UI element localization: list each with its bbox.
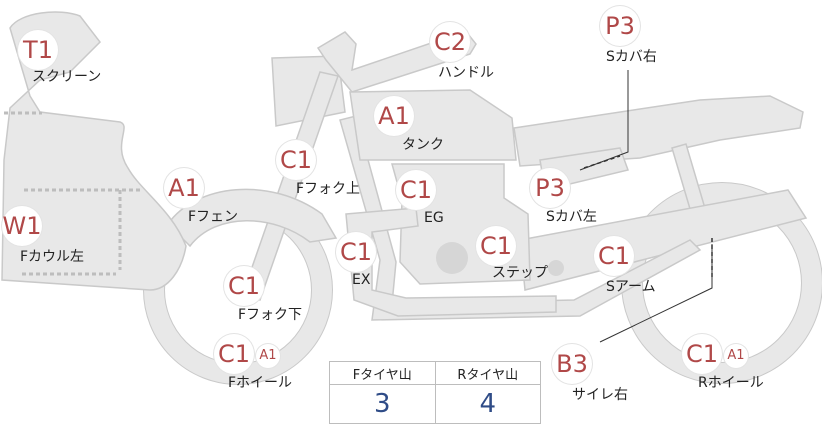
label-silencer-right: サイレ右: [572, 387, 628, 403]
grade-badge-tank: A1: [374, 96, 414, 136]
grade-badge-f-wheel: C1: [214, 334, 254, 374]
grade-badge-r-wheel: C1: [682, 334, 722, 374]
label-f-fork-lower: Fフォク下: [238, 307, 303, 323]
label-f-cowl-left: Fカウル左: [20, 249, 85, 265]
grade-badge-silencer-right: B3: [552, 344, 592, 384]
tire-tread-table: Fタイヤ山 Rタイヤ山 3 4: [329, 361, 541, 424]
grade-badge-s-cover-left: P3: [530, 168, 570, 208]
grade-badge-f-wheel-secondary: A1: [256, 344, 280, 368]
label-f-fender: Fフェン: [188, 209, 239, 225]
grade-badge-f-cowl-left: W1: [2, 206, 42, 246]
grade-badge-swing-arm: C1: [594, 236, 634, 276]
s-cover-right-leader-dash: [583, 155, 621, 169]
engine-cover-circle: [436, 242, 468, 274]
tire-tread-header-row: Fタイヤ山 Rタイヤ山: [329, 361, 541, 385]
label-swing-arm: Sアーム: [606, 279, 656, 295]
label-tank: タンク: [402, 137, 444, 153]
grade-badge-screen: T1: [18, 30, 58, 70]
grade-badge-engine: C1: [396, 170, 436, 210]
label-exhaust: EX: [352, 272, 371, 288]
grade-badge-s-cover-right: P3: [600, 6, 640, 46]
grade-badge-handle: C2: [430, 22, 470, 62]
label-screen: スクリーン: [32, 69, 102, 85]
rear-tread-header: Rタイヤ山: [434, 361, 541, 385]
rear-tread-value: 4: [434, 384, 541, 424]
cowl-dotted-lines: [4, 111, 140, 276]
step-peg-circle: [548, 260, 564, 276]
seat-shape: [513, 95, 804, 167]
label-handle: ハンドル: [438, 65, 494, 81]
exhaust-pipe-shape: [345, 207, 557, 317]
label-s-cover-left: Sカバ左: [546, 209, 597, 225]
grade-badge-f-fender: A1: [164, 168, 204, 208]
front-fender-shape: [167, 188, 338, 248]
label-step: ステップ: [492, 265, 548, 281]
grade-badge-r-wheel-secondary: A1: [724, 344, 748, 368]
silencer-leader: [599, 244, 713, 343]
grade-badge-exhaust: C1: [336, 232, 376, 272]
tire-tread-value-row: 3 4: [329, 384, 541, 424]
label-s-cover-right: Sカバ右: [606, 49, 657, 65]
front-tread-value: 3: [329, 384, 436, 424]
label-engine: EG: [424, 210, 444, 226]
front-tread-header: Fタイヤ山: [329, 361, 436, 385]
screen-cowl-shape: [1, 11, 187, 291]
label-r-wheel: Rホイール: [698, 375, 764, 391]
s-cover-right-leader: [579, 70, 629, 171]
grade-badge-f-fork-upper: C1: [276, 140, 316, 180]
grade-badge-f-fork-lower: C1: [224, 266, 264, 306]
label-f-wheel: Fホイール: [228, 375, 293, 391]
grade-badge-step: C1: [476, 226, 516, 266]
label-f-fork-upper: Fフォク上: [296, 181, 361, 197]
